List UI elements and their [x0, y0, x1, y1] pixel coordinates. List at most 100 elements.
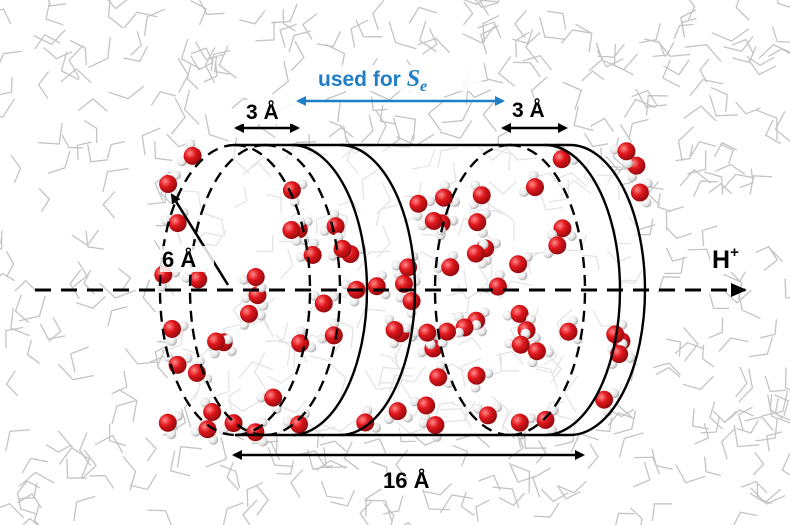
sample-region-label: used for Se: [318, 66, 427, 95]
solvent-molecule: [418, 20, 438, 53]
oxygen-atom: [509, 255, 528, 274]
hydrogen-atom: [395, 292, 406, 303]
oxygen-atom: [418, 323, 437, 342]
oxygen-atom: [158, 413, 177, 432]
solvent-molecule: [0, 272, 16, 282]
solvent-molecule: [0, 50, 23, 64]
hydrogen-atom: [470, 382, 481, 393]
hydrogen-atom: [185, 139, 196, 150]
solvent-molecule: [749, 336, 774, 358]
oxygen-atom: [488, 277, 507, 296]
solvent-molecule: [0, 230, 3, 250]
water-molecule-icon: [472, 402, 503, 425]
solvent-molecule: [722, 173, 755, 190]
solvent-molecule: [108, 85, 145, 100]
oxygen-atom: [424, 211, 443, 230]
hydrogen-atom: [271, 404, 282, 415]
solvent-molecule: [76, 141, 92, 161]
solvent-molecule: [388, 21, 417, 50]
solvent-molecule: [756, 483, 772, 505]
solvent-molecule: [483, 62, 504, 84]
solvent-molecule: [652, 41, 675, 58]
oxygen-atom: [314, 294, 333, 313]
oxygen-atom: [472, 186, 491, 205]
oxygen-atom: [290, 415, 309, 434]
solvent-molecule: [738, 368, 754, 403]
solvent-molecule: [204, 114, 230, 142]
hydrogen-atom: [502, 310, 513, 321]
oxygen-atom: [511, 335, 530, 354]
solvent-molecule: [764, 375, 787, 393]
hydrogen-atom: [240, 292, 251, 303]
solvent-molecule: [111, 370, 128, 395]
oxygen-atom: [282, 221, 301, 240]
solvent-molecule: [731, 38, 754, 54]
solvent-molecule: [10, 308, 30, 337]
oxygen-atom: [168, 214, 187, 233]
solvent-molecule: [58, 363, 94, 381]
solvent-molecule: [522, 54, 552, 71]
solvent-molecule: [439, 494, 474, 514]
solvent-molecule: [581, 70, 605, 82]
solvent-molecule: [22, 517, 39, 525]
solvent-molecule: [246, 482, 264, 508]
oxygen-atom: [536, 410, 555, 429]
oxygen-atom: [441, 258, 460, 277]
solvent-molecule: [16, 491, 38, 515]
hydrogen-atom: [296, 326, 307, 337]
hydrogen-atom: [471, 320, 482, 331]
cylinder-left-end-dashed: [158, 143, 236, 437]
water-molecule-icon: [429, 360, 454, 389]
solvent-molecule: [781, 452, 790, 476]
water-molecule-icon: [410, 323, 437, 350]
hydrogen-atom: [401, 322, 412, 333]
oxygen-atom: [548, 236, 567, 255]
solvent-molecule: [750, 487, 782, 504]
solvent-molecule: [645, 94, 669, 116]
solvent-molecule: [69, 39, 87, 66]
solvent-molecule: [482, 14, 500, 43]
water-molecule-icon: [510, 413, 536, 440]
solvent-molecule: [130, 31, 142, 56]
solvent-molecule: [575, 23, 593, 53]
solvent-molecule: [330, 489, 356, 507]
solvent-molecule: [60, 51, 80, 81]
oxygen-atom: [468, 213, 487, 232]
solvent-molecule: [700, 416, 720, 434]
oxygen-atom: [467, 366, 486, 385]
hydrogen-atom: [425, 196, 436, 207]
solvent-molecule: [514, 10, 527, 39]
solvent-molecule: [737, 290, 761, 319]
solvent-molecule: [76, 295, 106, 310]
solvent-molecule: [735, 366, 748, 398]
solvent-molecule: [14, 294, 30, 323]
solvent-molecule: [242, 499, 258, 525]
solvent-molecule: [45, 444, 71, 453]
oxygen-atom: [203, 403, 222, 422]
solvent-molecule: [532, 467, 551, 498]
solvent-molecule: [183, 89, 200, 125]
solvent-molecule: [370, 460, 389, 484]
hydrogen-atom: [329, 209, 340, 220]
solvent-molecule: [683, 105, 717, 122]
solvent-molecule: [48, 0, 67, 7]
solvent-molecule: [691, 408, 710, 430]
solvent-molecule: [686, 150, 707, 175]
water-molecule-icon: [239, 304, 266, 330]
hydrogen-atom: [435, 360, 446, 371]
solvent-molecule: [675, 144, 694, 162]
oxygen-atom: [429, 368, 448, 387]
solvent-molecule: [652, 362, 682, 376]
oxygen-atom: [394, 274, 413, 293]
hydrogen-atom: [543, 347, 554, 358]
oxygen-atom: [525, 178, 544, 197]
solvent-molecule: [102, 167, 129, 193]
solvent-molecule: [744, 416, 774, 431]
solvent-molecule: [556, 484, 581, 500]
solvent-molecule: [328, 126, 354, 138]
water-molecule-icon: [434, 180, 461, 208]
oxygen-atom: [240, 304, 259, 323]
solvent-molecule: [222, 502, 244, 525]
